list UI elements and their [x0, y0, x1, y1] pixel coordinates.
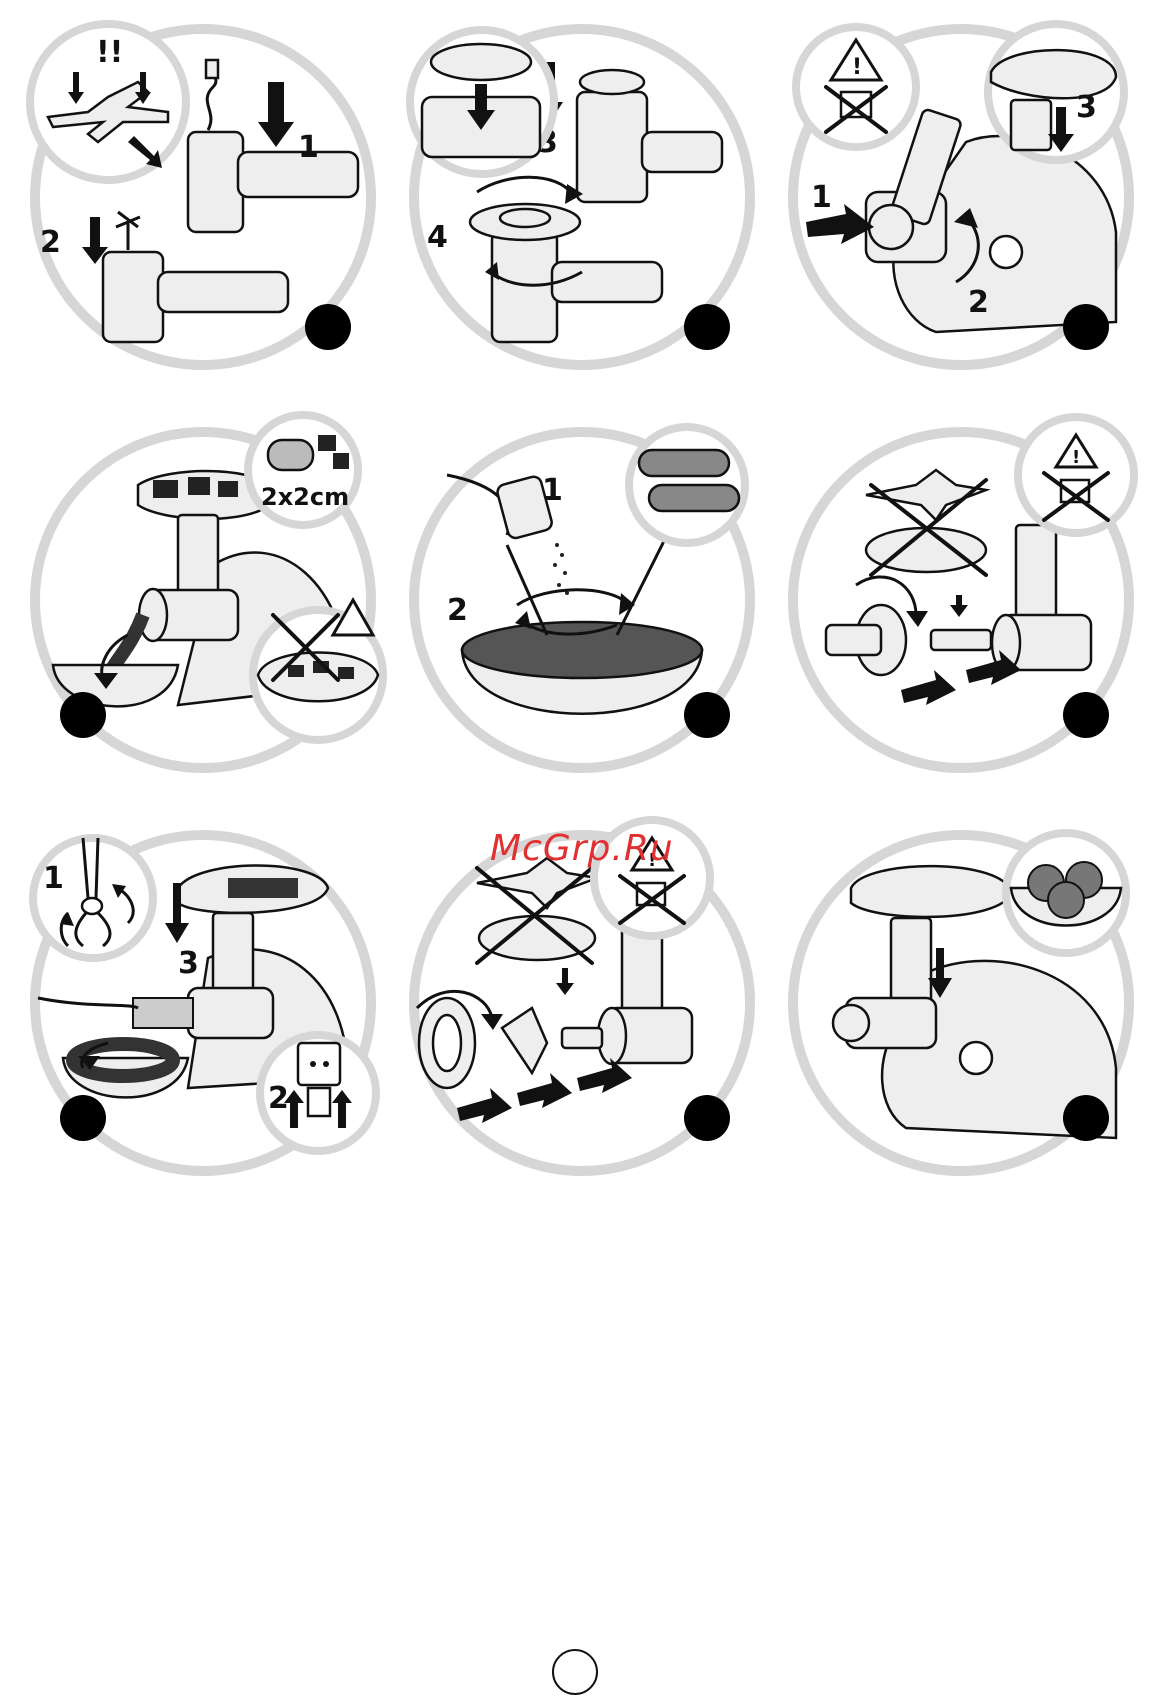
step-panel-2: 3 4 — [407, 22, 757, 372]
step-6-illustration: ! — [786, 425, 1136, 775]
step-3-label-3: 3 — [1076, 90, 1097, 125]
step-panel-4: 2x2cm — [28, 425, 378, 775]
step-8-number-dot — [684, 1095, 730, 1141]
svg-text:!: ! — [1072, 447, 1080, 468]
step-2-number-dot — [684, 304, 730, 350]
step-7-label-2: 2 — [268, 1081, 289, 1116]
step-panel-7: 3 1 2 — [28, 828, 378, 1178]
step-3-illustration: 1 2 ! 3 — [786, 22, 1136, 372]
step-3-number-dot — [1063, 304, 1109, 350]
step-7-number-dot — [60, 1095, 106, 1141]
step-1-number-dot — [305, 304, 351, 350]
step-panel-9 — [786, 828, 1136, 1178]
step-7-label-1: 1 — [43, 861, 64, 896]
step-1-label-2: 2 — [40, 225, 61, 260]
step-panel-5: 1 2 — [407, 425, 757, 775]
step-4-number-dot — [60, 692, 106, 738]
meat-cube-size-label: 2x2cm — [261, 483, 349, 511]
step-8-illustration: ! — [407, 828, 757, 1178]
step-3-label-2: 2 — [968, 285, 989, 320]
step-7-label-3: 3 — [178, 946, 199, 981]
step-9-illustration — [786, 828, 1136, 1178]
step-2-illustration: 3 4 — [407, 22, 757, 372]
step-2-label-4: 4 — [427, 220, 448, 255]
step-panel-8: ! — [407, 828, 757, 1178]
step-panel-1: 1 2 !! — [28, 22, 378, 372]
step-4-illustration: 2x2cm — [28, 425, 378, 775]
step-1-illustration: 1 2 !! — [28, 22, 378, 372]
page-number-circle — [552, 1649, 598, 1695]
step-5-label-1: 1 — [542, 473, 563, 508]
step-6-number-dot — [1063, 692, 1109, 738]
svg-text:!: ! — [852, 55, 862, 80]
step-5-illustration: 1 2 — [407, 425, 757, 775]
step-5-label-2: 2 — [447, 593, 468, 628]
step-1-warning-label: !! — [96, 35, 123, 70]
step-panel-3: 1 2 ! 3 — [786, 22, 1136, 372]
step-3-label-1: 1 — [811, 180, 832, 215]
step-panel-6: ! — [786, 425, 1136, 775]
step-9-number-dot — [1063, 1095, 1109, 1141]
watermark-text: McGrp.Ru — [490, 828, 674, 869]
step-1-label-1: 1 — [298, 130, 319, 165]
step-5-number-dot — [684, 692, 730, 738]
step-7-illustration: 3 1 2 — [28, 828, 378, 1178]
